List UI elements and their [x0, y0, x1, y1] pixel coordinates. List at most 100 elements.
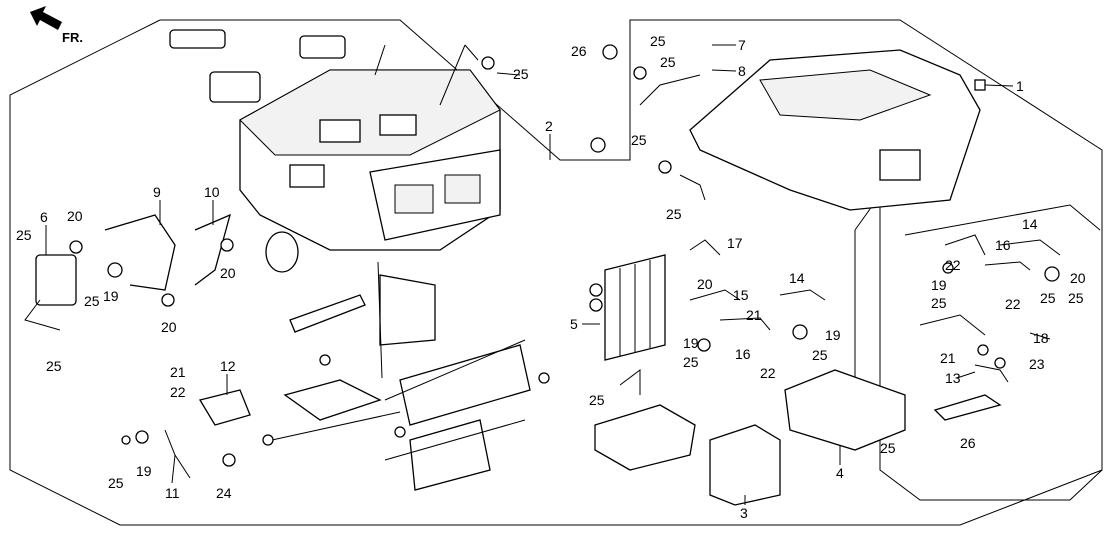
callout-24: 25: [513, 66, 529, 82]
callout-25-top-b: 25: [660, 54, 676, 70]
callout-17: 17: [727, 235, 743, 251]
callout-22-right-low: 23: [1029, 356, 1045, 372]
link-16-right: [984, 261, 1031, 271]
callout-labels: 1 2 3 4 5 6 7 8 9 10 11 12 13 14 14 15 1…: [16, 33, 1086, 521]
vent-plate: [369, 149, 501, 241]
link-plate-right-bottom: [933, 394, 1002, 421]
washer-2: [658, 160, 672, 174]
link-14-center: [779, 289, 826, 301]
callout-3: 3: [740, 505, 748, 521]
heater-case-top: [239, 69, 501, 156]
heater-core: [589, 254, 666, 361]
door-plate-a: [379, 274, 436, 346]
front-direction-marker: FR.: [30, 6, 83, 45]
front-direction-label: FR.: [62, 30, 83, 45]
callout-14-right: 14: [1022, 216, 1038, 232]
callout-12: 12: [220, 358, 236, 374]
callout-22-right-mid: 22: [1005, 296, 1021, 312]
link-16-center: [719, 317, 771, 331]
washer: [633, 66, 647, 80]
heater-case-vent-1: [319, 119, 361, 143]
callout-20-center: 20: [697, 276, 713, 292]
callout-25-top-c: 25: [631, 132, 647, 148]
clip-bracket: [619, 369, 641, 395]
vent-plate-grille-2: [444, 174, 481, 204]
callout-1: 1: [1016, 78, 1024, 94]
door-frame-b: [283, 379, 382, 421]
callout-11: 11: [165, 485, 180, 501]
heater-case-vent-2: [379, 114, 417, 136]
callout-19-far-right: 20: [1070, 270, 1086, 286]
control-linkages-right: [689, 234, 1061, 421]
callout-16-center: 16: [735, 346, 751, 362]
lower-case-port: [879, 149, 921, 181]
leader-line-24-b: [439, 44, 466, 106]
link-plate-9: [104, 214, 176, 291]
callout-19-bottom: 19: [136, 463, 152, 479]
callout-20-right: 21: [940, 350, 956, 366]
callout-5: 5: [570, 316, 578, 332]
callout-21-center: 21: [746, 307, 762, 323]
main-unit-outline: [9, 19, 1103, 526]
filter-case: [784, 369, 906, 451]
control-subgroup-outline: [904, 204, 1101, 236]
callout-25-center: 25: [683, 354, 699, 370]
callout-4: 4: [836, 465, 844, 481]
blower-tray: [594, 404, 696, 471]
callout-9: 9: [153, 184, 161, 200]
bracket-12: [198, 389, 251, 426]
callout-19-left: 19: [103, 288, 119, 304]
callout-25-right-a: 25: [931, 295, 947, 311]
link-cluster-right: [919, 314, 986, 336]
callout-25-lower: 25: [589, 392, 605, 408]
lower-left-brackets: [121, 389, 251, 479]
clip-1: [974, 79, 986, 91]
lower-case-opening: [759, 69, 932, 121]
nut-26-mid: [590, 137, 606, 153]
hose-17: [689, 239, 721, 256]
actuator-box: [35, 254, 77, 306]
callout-21-left: 21: [170, 364, 186, 380]
link-15: [689, 289, 741, 301]
leader-lines: [45, 44, 1051, 505]
group-boundaries: [9, 19, 1103, 526]
callout-7: 7: [738, 37, 746, 53]
callout-25-blower: 25: [880, 440, 896, 456]
callout-10: 10: [204, 184, 220, 200]
screw-post-line: [374, 44, 386, 76]
duct-seal-3: [299, 35, 346, 59]
front-arrow-icon: [30, 6, 62, 30]
duct-seal-2: [209, 71, 261, 103]
heater-case-left: [169, 29, 501, 273]
link-13: [974, 364, 1009, 383]
shaft-a: [289, 294, 366, 333]
nut-26-top: [602, 44, 618, 60]
door-plate-c: [399, 344, 531, 426]
callout-18: 18: [1033, 330, 1049, 346]
blower-subgroup-outline: [879, 200, 1103, 501]
callout-23: 24: [216, 485, 232, 501]
bolt-24: [481, 56, 495, 70]
control-linkages-left: [24, 213, 234, 331]
heater-case-right: [689, 49, 986, 211]
callout-25-top-a: 25: [650, 33, 666, 49]
callout-25-right-b: 25: [1068, 290, 1084, 306]
callout-19-center-right: 19: [825, 327, 841, 343]
callout-20-mid: 20: [220, 265, 236, 281]
grommet-seal: [265, 231, 299, 273]
callout-13: 13: [945, 370, 961, 386]
lever-arm: [639, 74, 701, 106]
callout-19-right: 19: [931, 277, 947, 293]
leader-line-24-a: [464, 44, 479, 61]
top-center-parts: [590, 44, 706, 201]
callout-25-left-low: 25: [46, 358, 62, 374]
vent-plate-grille-1: [394, 184, 434, 214]
callout-20-lower: 20: [161, 319, 177, 335]
callout-15: 15: [733, 287, 749, 303]
blower-assembly: [594, 369, 906, 506]
door-plate-d: [409, 419, 491, 491]
callout-25-left: 25: [84, 293, 100, 309]
blower-motor-housing: [709, 424, 781, 506]
rod-11: [164, 429, 191, 479]
